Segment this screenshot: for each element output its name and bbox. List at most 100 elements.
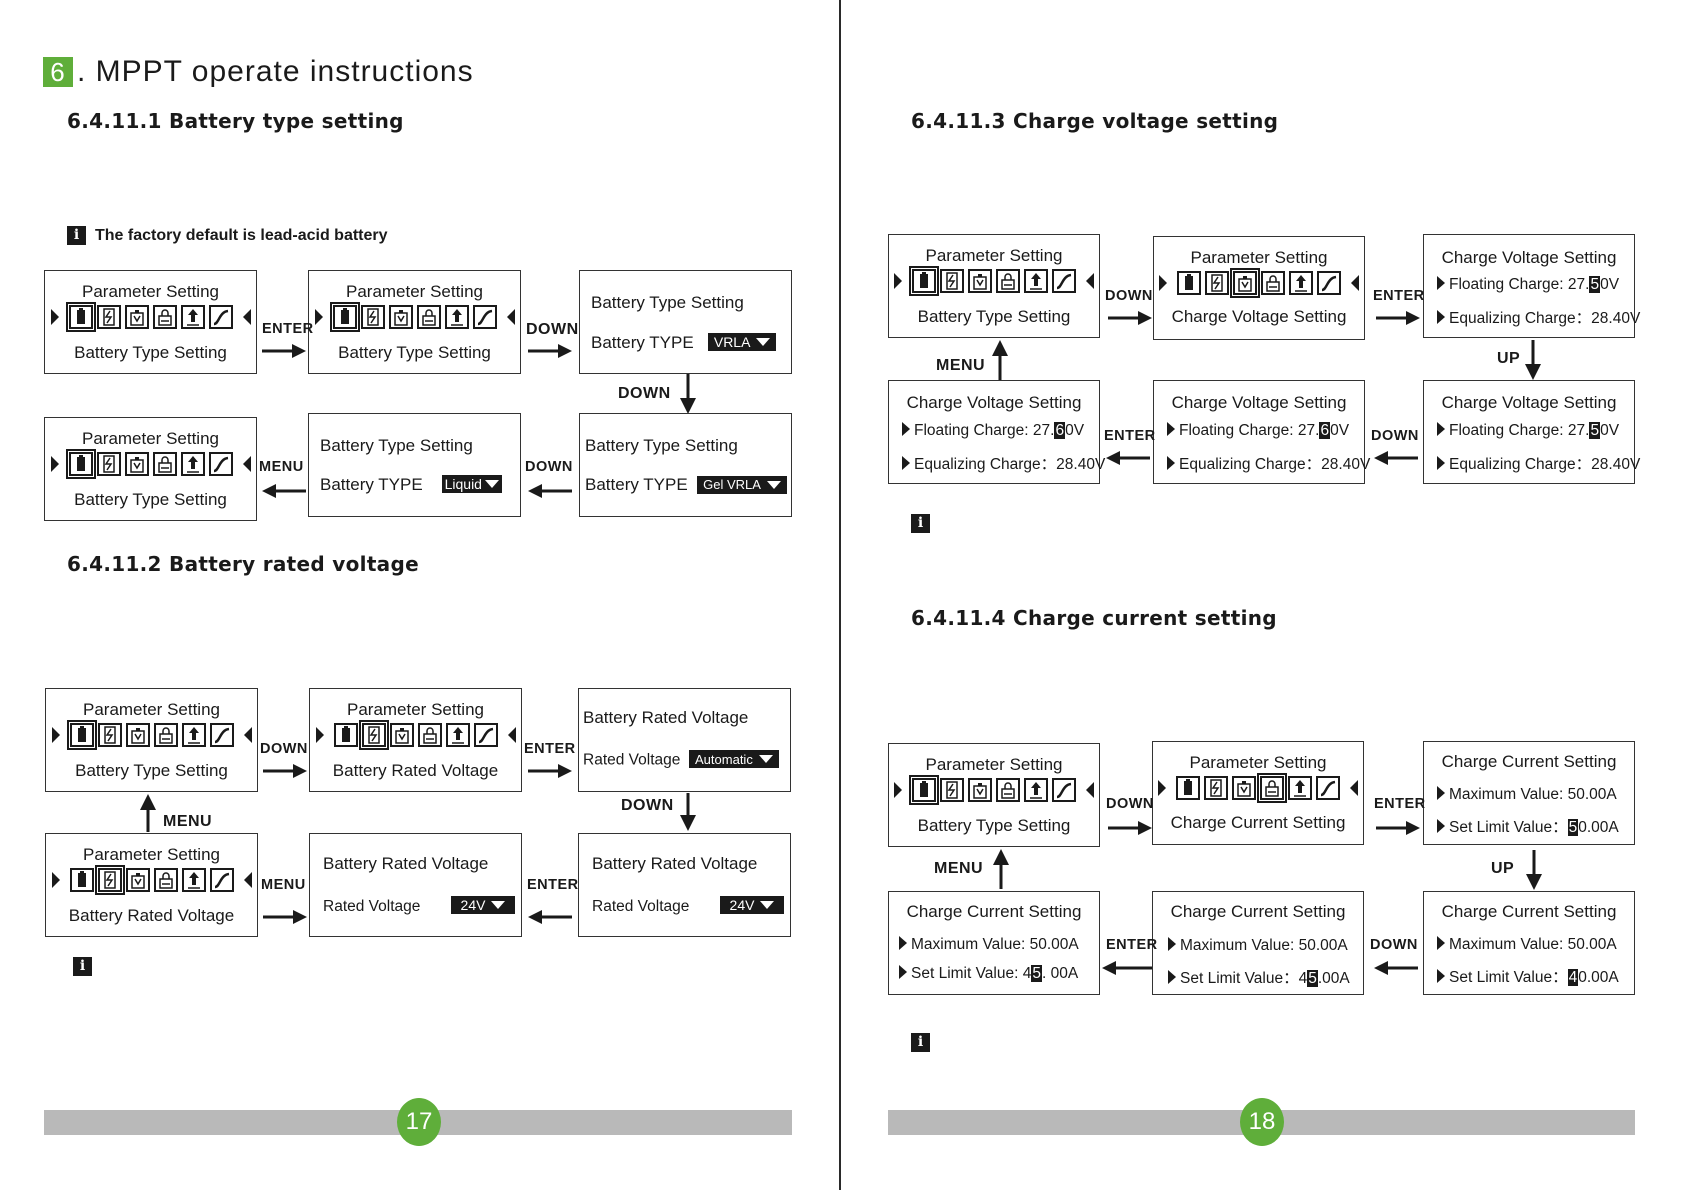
type-dropdown[interactable]: Liquid	[441, 475, 502, 493]
screen-title: Battery Type Setting	[591, 293, 744, 312]
menu-icon-row	[46, 865, 257, 895]
menu-icon-row	[46, 720, 257, 750]
scroll-left-icon	[243, 727, 252, 743]
voltage-dropdown[interactable]: Automatic	[689, 750, 779, 768]
label-up: UP	[1491, 860, 1515, 877]
battery-type-row: Battery TYPE Gel VRLA	[585, 475, 787, 495]
screen-item: Charge Current Setting	[1170, 813, 1346, 832]
lightning-icon	[360, 305, 385, 329]
dropdown-arrow-icon	[766, 480, 781, 489]
page-number-right: 18	[1240, 1098, 1284, 1146]
label-enter: ENTER	[1104, 428, 1156, 444]
screen-battery-type-vrla: Battery Type Setting Battery TYPE VRLA	[579, 270, 792, 374]
screen-charge-voltage-50-b: Charge Voltage Setting Floating Charge: …	[1423, 380, 1640, 484]
bullet-arrow-icon	[899, 936, 907, 950]
menu-icon-row	[45, 449, 256, 479]
battery-lock-icon	[1261, 271, 1285, 295]
section-title-battery-type: 6.4.11.1 Battery type setting	[67, 109, 404, 133]
lightning-icon	[358, 720, 389, 750]
set-limit-row: Set Limit Value：50.00A	[1437, 815, 1619, 837]
screen-param-rated-voltage: Parameter Setting Battery Rated Voltage	[309, 688, 522, 792]
label-down: DOWN	[525, 459, 573, 475]
screen-charge-current-45-b: Charge Current Setting Maximum Value: 50…	[1152, 891, 1364, 995]
info-icon: i	[67, 226, 86, 245]
label-up: UP	[1497, 350, 1521, 367]
battery-volt-icon	[1230, 268, 1260, 298]
chapter-heading: 6 . MPPT operate instructions	[43, 55, 474, 88]
battery-lock-icon	[417, 723, 442, 747]
label-enter: ENTER	[524, 741, 576, 757]
screen-title: Parameter Setting	[1189, 753, 1327, 772]
bullet-arrow-icon	[899, 965, 907, 979]
equalizing-charge-row: Equalizing Charge：28.40V	[1167, 452, 1370, 474]
battery-icon	[329, 302, 360, 332]
scroll-right-icon	[894, 273, 902, 289]
arrow-down-icon	[680, 793, 696, 831]
upload-icon	[180, 452, 205, 476]
scroll-right-icon	[51, 727, 60, 743]
menu-icon-row	[1153, 773, 1363, 803]
battery-icon	[69, 868, 94, 892]
screen-charge-voltage-60-a: Charge Voltage Setting Floating Charge: …	[888, 380, 1105, 484]
scroll-right-icon	[51, 872, 60, 888]
curve-icon	[209, 723, 234, 747]
label-menu: MENU	[934, 860, 984, 877]
battery-volt-icon	[968, 269, 992, 293]
battery-icon	[333, 723, 358, 747]
curve-icon	[1052, 269, 1076, 293]
arrow-left-icon	[1374, 961, 1418, 975]
type-dropdown[interactable]: VRLA	[707, 333, 777, 351]
upload-icon	[180, 305, 205, 329]
label-down: DOWN	[1105, 288, 1153, 304]
scroll-right-icon	[315, 727, 324, 743]
screen-title: Charge Current Setting	[1441, 752, 1617, 771]
screen-charge-voltage-60-b: Charge Voltage Setting Floating Charge: …	[1153, 380, 1370, 484]
screen-param-rated-voltage-2: Parameter Setting Battery Rated Voltage	[45, 833, 258, 937]
arrow-left-icon	[1374, 451, 1418, 465]
bullet-arrow-icon	[902, 422, 910, 436]
scroll-right-icon	[1159, 275, 1167, 291]
battery-lock-icon	[152, 452, 177, 476]
voltage-dropdown[interactable]: 24V	[450, 896, 516, 914]
battery-volt-icon	[125, 723, 150, 747]
bullet-arrow-icon	[1168, 937, 1176, 951]
screen-title: Charge Current Setting	[906, 902, 1082, 921]
battery-icon	[65, 302, 96, 332]
bullet-arrow-icon	[1437, 969, 1445, 983]
label-down: DOWN	[618, 385, 671, 402]
menu-icon-row	[889, 266, 1099, 296]
bullet-arrow-icon	[1437, 819, 1445, 833]
battery-lock-icon	[152, 305, 177, 329]
scroll-right-icon	[50, 456, 59, 472]
screen-title: Parameter Setting	[82, 700, 220, 719]
label-enter: ENTER	[527, 877, 579, 893]
type-dropdown[interactable]: Gel VRLA	[697, 475, 787, 494]
screen-title: Parameter Setting	[81, 429, 219, 448]
arrow-right-icon	[1108, 311, 1152, 325]
screen-rated-voltage-24v-2: Battery Rated Voltage Rated Voltage 24V	[578, 833, 791, 937]
voltage-dropdown[interactable]: 24V	[719, 896, 785, 914]
screen-title: Charge Voltage Setting	[1171, 393, 1347, 412]
upload-icon	[444, 305, 469, 329]
screen-charge-current-50: Charge Current Setting Maximum Value: 50…	[1423, 741, 1635, 845]
label-enter: ENTER	[1374, 796, 1426, 812]
screen-rated-voltage-auto: Battery Rated Voltage Rated Voltage Auto…	[578, 688, 791, 792]
label-down: DOWN	[260, 741, 308, 757]
screen-title: Battery Rated Voltage	[583, 708, 749, 727]
rated-voltage-row: Rated Voltage 24V	[323, 896, 516, 916]
bullet-arrow-icon	[1167, 456, 1175, 470]
arrow-left-icon	[528, 484, 572, 498]
dropdown-arrow-icon	[760, 901, 775, 909]
screen-title: Parameter Setting	[346, 700, 484, 719]
battery-volt-icon	[125, 868, 150, 892]
screen-title: Parameter Setting	[925, 755, 1063, 774]
screen-rated-voltage-24v: Battery Rated Voltage Rated Voltage 24V	[309, 833, 522, 937]
bullet-arrow-icon	[1437, 786, 1445, 800]
arrow-right-icon	[528, 344, 572, 358]
battery-icon	[909, 266, 939, 296]
screen-item: Battery Type Setting	[917, 307, 1071, 326]
curve-icon	[472, 305, 497, 329]
battery-type-row: Battery TYPE VRLA	[591, 333, 777, 353]
screen-charge-voltage-50: Charge Voltage Setting Floating Charge: …	[1423, 234, 1640, 338]
curve-icon	[1316, 776, 1340, 800]
